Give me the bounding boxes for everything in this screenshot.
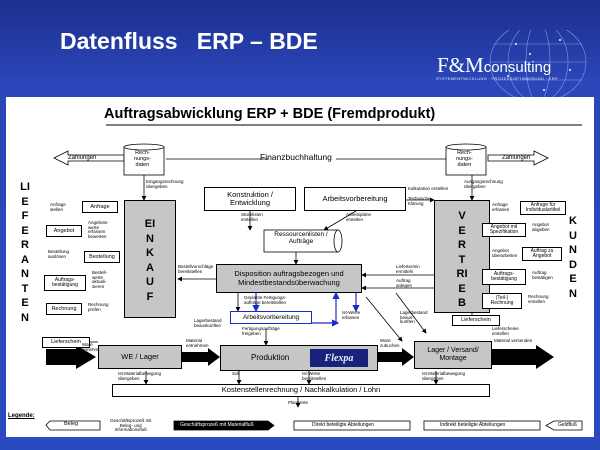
kunden-label: KUNDEN [569, 215, 577, 300]
rechnungsdaten-left: Rech- nungs- daten [134, 150, 151, 168]
zahlungen-right-arrow [487, 150, 549, 166]
legend-materialfluss: Geschäftsprozeß mit Materialfluß [180, 421, 254, 428]
lagerbestand-beauskunften-label: Lagerbestand beauskunften [194, 318, 222, 328]
einkauf-box [124, 200, 176, 318]
bestellung-ausloesen-label: Bestellung auslösen [48, 249, 70, 259]
ressourcen-cylinder [263, 229, 343, 253]
soll-label: Soll [232, 371, 240, 376]
auftragsbestaetigung-left-box: Auftrags- bestätigung [44, 275, 86, 291]
vertrieb-label: VERTRIEB [456, 210, 468, 309]
anfrage-stellen-label: Anfrage stellen [50, 202, 66, 212]
planwerte-label: Planwerte [288, 400, 309, 405]
zahlungen-right: Zahlungen [502, 155, 531, 161]
angebot-abgeben-label: Angebot abgeben [532, 222, 550, 232]
technische-klaerung-label: Technische Klärung [408, 196, 431, 206]
company-logo: F&Mconsulting [437, 53, 552, 77]
arbeitsvorbereitung-mid-box: Arbeitsvorbereitung [230, 311, 312, 324]
bestellung-left-box: Bestellung [84, 251, 120, 263]
rechnungsdaten-left-db [123, 146, 165, 176]
auftragsbestaetigung-right-box: Auftrags- bestätigung [482, 269, 526, 285]
kalkulation-label: Kalkulation erstellen [408, 186, 449, 191]
diagram-title: Auftragsabwicklung ERP + BDE (Fremdprodu… [104, 106, 436, 122]
angebot-left-box: Angebot [46, 225, 82, 237]
logo-tagline: SYSTEMENTWICKLUNG · PROZESSOPTIMIERUNG ·… [436, 76, 558, 81]
rechnungsdaten-right-db [445, 146, 487, 176]
slide-title: Datenfluss ERP – BDE [60, 28, 318, 54]
bestell-werte-label: Bestell- werte aktuali- sieren [92, 270, 108, 290]
anlage-installieren-label: Anlage installieren [502, 359, 539, 364]
anfrage-left-box: Anfrage [82, 201, 118, 213]
konstruktion-box: Konstruktion / Entwicklung [204, 187, 296, 211]
lieferscheine-erstellen-label: Lieferscheine erstellen [492, 326, 519, 336]
material-out-arrow [492, 345, 554, 369]
produktion-label: Produktion [251, 352, 290, 362]
kostenstellen-box: Kostenstellenrechnung / Nachkalkulation … [112, 384, 490, 397]
bestellvorschlaege-label: Bestellvorschläge bereitstellen [178, 264, 214, 274]
auftrag-bestaetigen-label: Auftrag bestätigen [532, 270, 553, 280]
material-entnehmen-label: Material entnehmen [186, 338, 209, 348]
lieferschein-left-box: Lieferschein [42, 337, 90, 348]
rechnung-left-box: Rechnung [46, 303, 82, 315]
flexpa-logo: Flexpa [310, 349, 368, 367]
arbeitsvorbereitung-top-box: Arbeitsvorbereitung [304, 187, 406, 211]
istwerte-label: Ist-Werte erfassen [342, 310, 361, 320]
ausgangsrechnung-label: Ausgangsrechnung übergeben [464, 179, 503, 189]
ist-materialbewegung-left-label: Ist-Materialbewegung übergeben [118, 371, 162, 381]
diagram-card: Auftragsabwicklung ERP + BDE (Fremdprodu… [6, 97, 594, 437]
legend-geschaeftsprozess: Geschäftsprozeß mit Beleg- und Informati… [110, 418, 152, 433]
ist-werte-bereitstellen-label: Ist-Werte bereitstellen [302, 371, 327, 381]
legend-beleg: Beleg [64, 421, 79, 427]
legend-title: Legende: [8, 413, 35, 419]
vertrieb-box [434, 200, 490, 313]
angebot-ueberarbeiten-label: Angebot überarbeiten [492, 248, 518, 258]
arbeitsplaene-label: Arbeitspläne erstellen [346, 212, 372, 222]
auftrag-anlegen-label: Auftrag anlegen [396, 278, 413, 288]
geplante-label: Geplante Fertigungs- aufträge bereitstel… [244, 295, 287, 305]
finanzbuchhaltung-label: Finanzbuchhaltung [260, 152, 332, 162]
lagerbestand-beauskunften2-label: Lagerbestand beaus- kunften [400, 310, 428, 325]
legend-direkt: Direkt beteiligte Abteilungen [312, 421, 374, 428]
we-lager-box: WE / Lager [98, 345, 182, 369]
ressourcen-label: Ressourcenlisten / Aufträge [274, 231, 328, 245]
teil-rechnung-box: (Teil-) Rechnung [482, 293, 522, 309]
zahlungen-left: Zahlungen [68, 155, 97, 161]
rechnungsdaten-right: Rech- nungs- daten [456, 150, 473, 168]
ware-zubuchen-label: Ware zubuchen [380, 338, 400, 348]
legend-geldfluss: Geldfluß [558, 421, 577, 428]
fertigungsauftraege-label: Fertigungsaufträge freigeben [242, 326, 280, 336]
material-versenden-label: Material versenden [494, 338, 533, 343]
einkauf-label: EINKAUF [144, 218, 156, 303]
ware-annehmen-label: Ware annehmen [82, 342, 104, 352]
ist-materialbewegung-right-label: Ist-Materialbewegung übergeben [422, 371, 466, 381]
anfrage-erfassen-label: Anfrage erfassen [492, 202, 510, 212]
material-to-production-arrow [182, 348, 220, 366]
auftrag-zu-angebot-box: Auftrag zu Angebot [522, 247, 562, 261]
lieferschein-right-box: Lieferschein [452, 315, 500, 326]
angebote-werte-label: Angebots- werte erfassen bewerten [88, 220, 109, 240]
stuecklisten-label: Stücklisten erstellen [241, 212, 263, 222]
globe-logo-icon [489, 30, 587, 100]
rechnung-erstellen-label: Rechnung erstellen [528, 294, 549, 304]
disposition-box: Disposition auftragsbezogen und Mindestb… [216, 264, 362, 293]
material-in-arrow [46, 345, 96, 369]
liefertermin-label: Liefertermin ermitteln [396, 264, 420, 274]
lager-versand-box: Lager / Versand/ Montage [414, 341, 492, 369]
legend-indirekt: Indirekt beteiligte Abteilungen [440, 421, 506, 428]
eingangsrechnung-label: Eingangsrechnung übergeben [146, 179, 184, 189]
diagram-lines [45, 124, 583, 431]
material-to-lager-arrow [378, 348, 414, 366]
rechnung-pruefen-label: Rechnung prüfen [88, 302, 109, 312]
angebot-spez-box: Angebot mit Spezifikation [482, 223, 526, 237]
anfrage-individual-box: Anfrage für Individualartikel [520, 201, 566, 215]
lieferanten-label: LIEFERANTEN [20, 181, 30, 324]
